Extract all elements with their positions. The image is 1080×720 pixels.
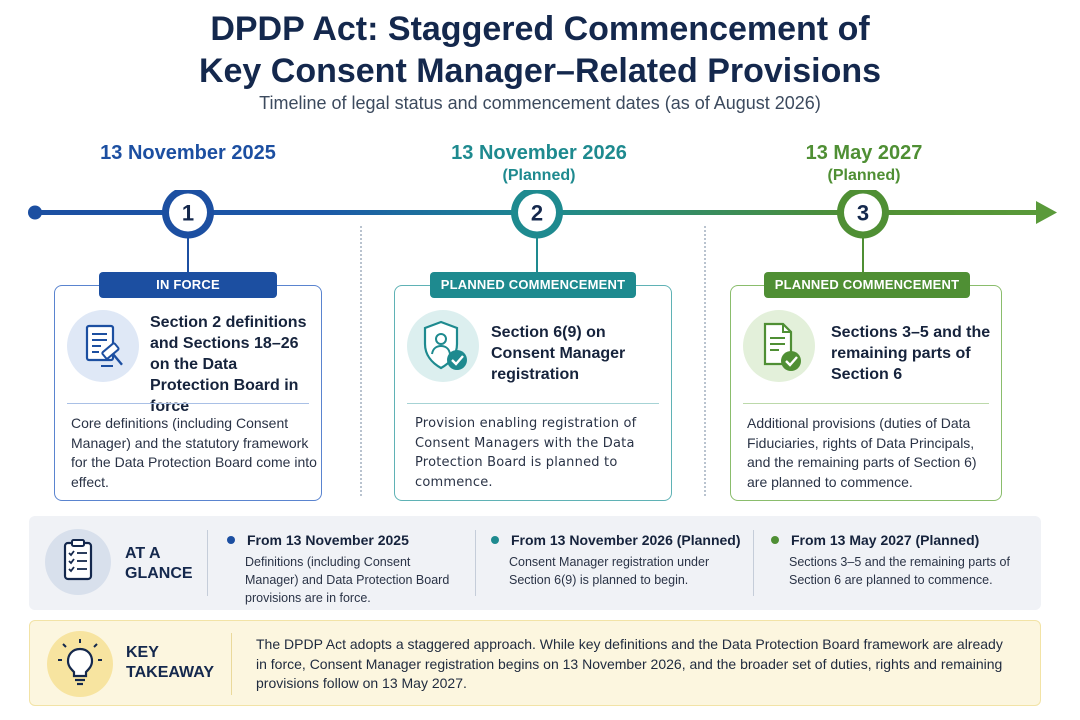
timeline-start-dot [28,205,42,220]
document-check-icon [743,310,815,382]
milestone-3-number: 3 [857,201,869,226]
key-takeaway-label: KEY TAKEAWAY [126,643,214,683]
key-takeaway-text: The DPDP Act adopts a staggered approach… [256,636,1003,691]
card-1-divider [67,403,309,404]
title-line-1: DPDP Act: Staggered Commencement of [210,10,870,48]
milestone-card-3: Sections 3–5 and the remaining parts of … [730,285,1002,501]
glance-item-2-text: Consent Manager registration under Secti… [509,555,710,587]
milestone-node-1: 1 [162,190,214,239]
milestone-1-heading: Section 2 definitions and Sections 18–26… [150,314,307,415]
milestone-2-badge: PLANNED COMMENCEMENT [430,272,636,298]
clipboard-checklist-icon [45,529,111,595]
glance-item-1-title: From 13 November 2025 [247,532,409,548]
glance-item-1-dot [227,536,235,544]
milestone-2-number: 2 [531,201,543,226]
milestone-1-badge: IN FORCE [99,272,277,298]
glance-separator-1 [207,530,208,596]
glance-item-2: From 13 November 2026 (Planned) Consent … [491,532,741,589]
milestone-1-number: 1 [182,201,194,226]
milestone-3-date: 13 May 2027 (Planned) [734,142,994,185]
milestone-1-body: Core definitions (including Consent Mana… [71,415,317,490]
glance-item-3: From 13 May 2027 (Planned) Sections 3–5 … [771,532,1033,589]
glance-separator-3 [753,530,754,596]
card-2-divider [407,403,659,404]
at-a-glance-label-line-2: GLANCE [125,565,193,582]
at-a-glance-panel: AT A GLANCE From 13 November 2025 Defini… [29,516,1041,610]
at-a-glance-label-line-1: AT A [125,545,161,562]
milestone-2-heading: Section 6(9) on Consent Manager registra… [491,324,626,383]
glance-item-2-title: From 13 November 2026 (Planned) [511,532,741,548]
column-divider-2 [704,226,706,496]
milestone-2-body: Provision enabling registration of Conse… [415,416,637,490]
glance-item-3-title: From 13 May 2027 (Planned) [791,532,980,548]
milestone-1-date-text: 13 November 2025 [100,142,276,164]
lightbulb-icon [47,631,113,697]
title-line-2: Key Consent Manager–Related Provisions [198,52,882,90]
page-title: DPDP Act: Staggered Commencement of Key … [0,8,1080,92]
glance-item-3-title-row: From 13 May 2027 (Planned) [771,532,1033,548]
glance-item-2-dot [491,536,499,544]
milestone-3-heading: Sections 3–5 and the remaining parts of … [831,324,991,383]
glance-item-1-text: Definitions (including Consent Manager) … [245,555,450,605]
milestone-node-3: 3 [837,190,889,239]
milestone-1-date: 13 November 2025 [58,142,318,165]
glance-item-3-dot [771,536,779,544]
key-takeaway-label-line-1: KEY [126,644,159,661]
shield-user-check-icon [407,310,479,382]
milestone-2-date-text: 13 November 2026 [451,142,627,164]
milestone-card-1: Section 2 definitions and Sections 18–26… [54,285,322,501]
timeline-arrow-icon [1036,201,1057,224]
milestone-3-badge: PLANNED COMMENCEMENT [764,272,970,298]
milestone-3-note: (Planned) [827,167,901,184]
milestone-3-date-text: 13 May 2027 [805,142,923,164]
milestone-3-body: Additional provisions (duties of Data Fi… [747,415,977,490]
page-subtitle: Timeline of legal status and commencemen… [259,93,821,113]
glance-item-2-title-row: From 13 November 2026 (Planned) [491,532,741,548]
milestone-2-date: 13 November 2026 (Planned) [409,142,669,185]
card-3-divider [743,403,989,404]
column-divider-1 [360,226,362,496]
glance-separator-2 [475,530,476,596]
milestone-card-2: Section 6(9) on Consent Manager registra… [394,285,672,501]
glance-item-1: From 13 November 2025 Definitions (inclu… [227,532,467,607]
key-takeaway-label-line-2: TAKEAWAY [126,664,215,681]
glance-item-3-text: Sections 3–5 and the remaining parts of … [789,555,1010,587]
document-gavel-icon [67,310,139,382]
timeline: 1 2 3 [28,190,1057,274]
at-a-glance-label: AT A GLANCE [125,544,205,584]
milestone-2-note: (Planned) [502,167,576,184]
key-takeaway-panel: KEY TAKEAWAY The DPDP Act adopts a stagg… [29,620,1041,706]
milestone-node-2: 2 [511,190,563,239]
key-takeaway-separator [231,633,232,695]
glance-item-1-title-row: From 13 November 2025 [227,532,467,548]
